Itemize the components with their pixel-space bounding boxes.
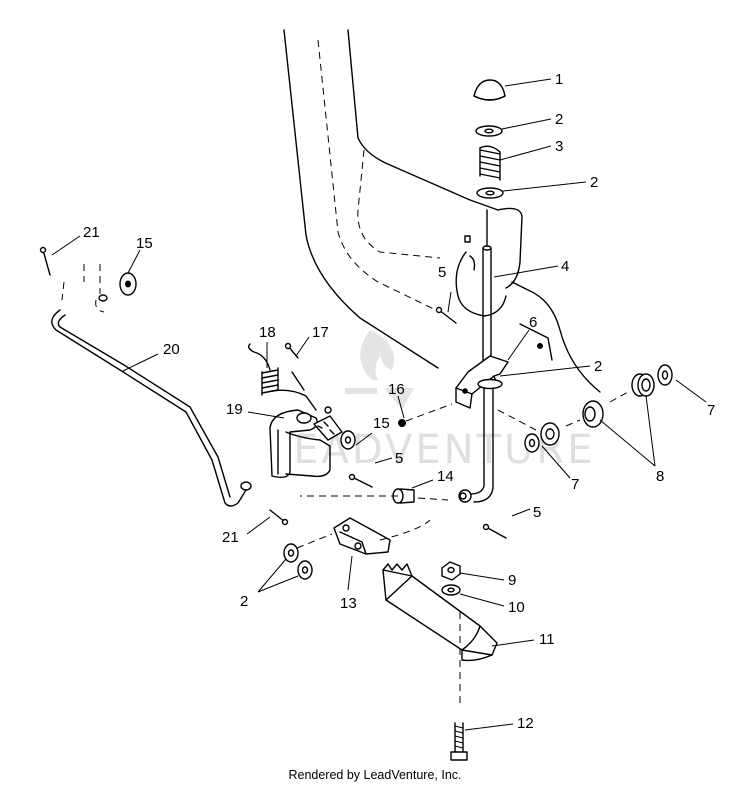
callout-21: 21 bbox=[83, 224, 100, 241]
part-3-spring bbox=[479, 145, 501, 181]
part-18-spring bbox=[247, 343, 317, 411]
callout-2: 2 bbox=[555, 111, 563, 128]
part-5-pin bbox=[348, 473, 373, 488]
callout-9: 9 bbox=[508, 572, 516, 589]
part-4-rod bbox=[482, 209, 492, 365]
callout-7: 7 bbox=[571, 476, 579, 493]
part-8-bushings bbox=[497, 373, 655, 446]
part-21-pin bbox=[269, 509, 289, 526]
callout-18: 18 bbox=[259, 324, 276, 341]
callout-5: 5 bbox=[533, 504, 541, 521]
callout-7: 7 bbox=[707, 402, 715, 419]
callout-13: 13 bbox=[340, 595, 357, 612]
fender-panel bbox=[283, 29, 601, 393]
callout-8: 8 bbox=[656, 468, 664, 485]
callout-20: 20 bbox=[163, 341, 180, 358]
washer-hole bbox=[484, 128, 494, 134]
part-14-bolt bbox=[300, 488, 449, 504]
callout-2: 2 bbox=[240, 593, 248, 610]
callout-5: 5 bbox=[395, 450, 403, 467]
callout-6: 6 bbox=[529, 314, 537, 331]
callout-19: 19 bbox=[226, 401, 243, 418]
part-5-pin bbox=[435, 306, 457, 324]
callout-15: 15 bbox=[373, 415, 390, 432]
assembly-line bbox=[296, 533, 333, 549]
part-2-washer bbox=[477, 378, 503, 390]
leader-lines bbox=[51, 78, 707, 731]
callout-4: 4 bbox=[561, 258, 569, 275]
callout-2: 2 bbox=[590, 174, 598, 191]
watermark-text: LEADVENTURE bbox=[268, 427, 595, 473]
part-12-bolt bbox=[450, 722, 468, 761]
washer-hole bbox=[301, 566, 309, 574]
part-15-washer bbox=[313, 415, 356, 450]
part-13-bracket bbox=[333, 517, 431, 555]
washer-hole bbox=[485, 190, 495, 196]
washer-hole bbox=[287, 549, 295, 557]
part-7-washers bbox=[524, 364, 673, 453]
callout-21: 21 bbox=[222, 529, 239, 546]
callout-11: 11 bbox=[539, 631, 555, 648]
watermark-logo: LEADVENTURE bbox=[268, 330, 595, 473]
callout-labels: 1 2 3 2 4 5 6 2 7 8 7 16 15 5 14 5 17 18… bbox=[83, 71, 715, 732]
part-6-bracket bbox=[455, 355, 509, 409]
part-11-pedal bbox=[382, 563, 498, 662]
callout-12: 12 bbox=[517, 715, 534, 732]
callout-3: 3 bbox=[555, 138, 563, 155]
part-21-pin bbox=[39, 246, 108, 313]
part-5-pin bbox=[482, 523, 507, 539]
callout-14: 14 bbox=[437, 468, 454, 485]
pedal-arm bbox=[458, 387, 494, 503]
callout-16: 16 bbox=[388, 381, 405, 398]
part-1-cap bbox=[473, 79, 506, 101]
part-16-bolt bbox=[398, 403, 453, 427]
part-20-rod bbox=[51, 309, 252, 507]
callout-10: 10 bbox=[508, 599, 525, 616]
callout-15: 15 bbox=[136, 235, 153, 252]
callout-1: 1 bbox=[555, 71, 563, 88]
part-15-washer bbox=[119, 272, 137, 296]
part-10-washer bbox=[441, 584, 461, 596]
callout-5: 5 bbox=[438, 264, 446, 281]
callout-17: 17 bbox=[312, 324, 329, 341]
footer-credit: Rendered by LeadVenture, Inc. bbox=[288, 768, 462, 782]
part-9-nut bbox=[441, 561, 461, 581]
callout-2: 2 bbox=[594, 358, 602, 375]
